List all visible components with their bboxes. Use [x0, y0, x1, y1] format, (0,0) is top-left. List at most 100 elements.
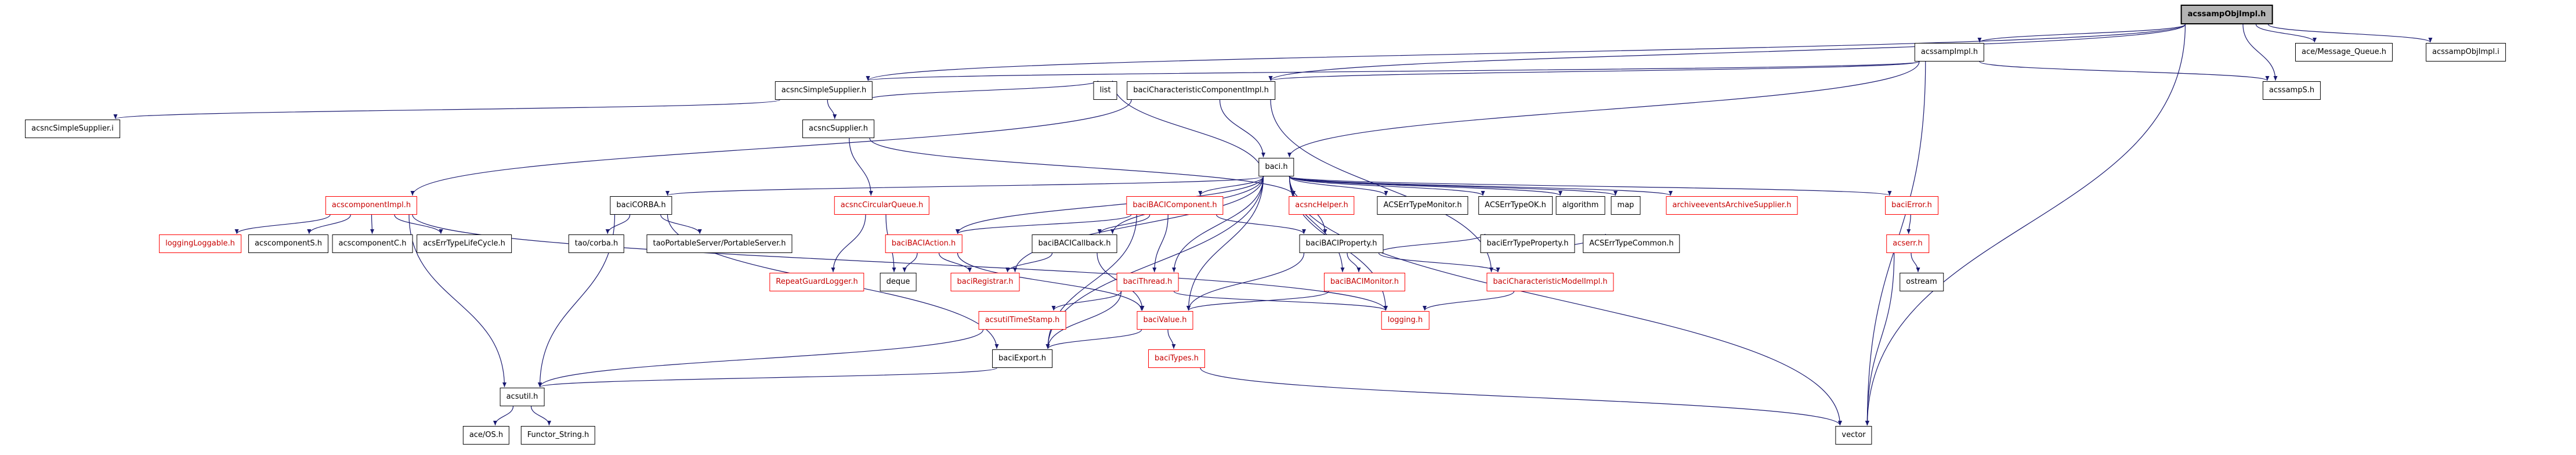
node-baciBACIProperty_h[interactable]: baciBACIProperty.h	[1299, 234, 1384, 253]
node-baciCharacteristicComponentImpl_h[interactable]: baciCharacteristicComponentImpl.h	[1127, 81, 1275, 100]
edge-baciBACIComponent_h-to-baciBACICallback_h	[1097, 214, 1150, 234]
edge-baciValue_h-to-baciTypes_h	[1167, 329, 1176, 349]
node-Functor_String_h[interactable]: Functor_String.h	[520, 426, 596, 445]
node-baciBACIAction_h[interactable]: baciBACIAction.h	[885, 234, 963, 253]
edge-acsutilTimeStamp_h-to-acsutil_h	[538, 329, 984, 388]
node-acserr_h[interactable]: acserr.h	[1886, 234, 1929, 253]
node-acsutil_h[interactable]: acsutil.h	[500, 388, 545, 406]
edge-baciThread_h-to-acsutilTimeStamp_h	[1051, 291, 1122, 311]
edge-acsutil_h-to-Functor_String_h	[530, 406, 551, 426]
node-acscomponentC_h[interactable]: acscomponentC.h	[332, 234, 413, 253]
edge-baciCharacteristicModelImpl_h-to-logging_h	[1423, 291, 1515, 311]
edge-acssampObjImpl_h-to-baciCharacteristicComponentImpl_h	[1268, 24, 2186, 81]
edge-acsncSupplier_h-to-acsncCircularQueue_h	[849, 138, 873, 196]
node-baciValue_h[interactable]: baciValue.h	[1137, 311, 1193, 330]
edge-acserr_h-to-ostream	[1911, 252, 1920, 273]
edge-baciBACIAction_h-to-deque	[902, 252, 918, 273]
edge-acscomponentImpl_h-to-acsutil_h	[408, 214, 506, 388]
node-ace_Message_Queue_h[interactable]: ace/Message_Queue.h	[2295, 43, 2393, 62]
node-baciErrTypeProperty_h[interactable]: baciErrTypeProperty.h	[1480, 234, 1575, 253]
node-baciTypes_h[interactable]: baciTypes.h	[1148, 349, 1205, 368]
node-archiveeventsArchiveSupplier_h[interactable]: archiveeventsArchiveSupplier.h	[1666, 196, 1798, 215]
edge-baci_h-to-baciError_h	[1289, 176, 1891, 196]
edge-baciBACIComponent_h-to-baciThread_h	[1152, 214, 1168, 273]
node-deque[interactable]: deque	[880, 273, 917, 291]
node-tao_corba_h[interactable]: tao/corba.h	[568, 234, 625, 253]
edge-baciCORBA_h-to-taoPortableServer_PortableServer_h	[660, 214, 702, 234]
node-acsncSimpleSupplier_i[interactable]: acsncSimpleSupplier.i	[25, 120, 120, 138]
edge-acscomponentImpl_h-to-loggingLoggable_h	[234, 214, 331, 234]
edge-baciCharacteristicComponentImpl_h-to-acscomponentImpl_h	[410, 99, 1132, 196]
edge-acssampObjImpl_h-to-vector	[1865, 24, 2186, 426]
node-baci_h[interactable]: baci.h	[1258, 158, 1294, 176]
edge-baci_h-to-archiveeventsArchiveSupplier_h	[1289, 176, 1673, 196]
node-baciThread_h[interactable]: baciThread.h	[1116, 273, 1179, 291]
edge-baci_h-to-baciBACIComponent_h	[1198, 176, 1264, 196]
node-acsncHelper_h[interactable]: acsncHelper.h	[1289, 196, 1355, 215]
node-acscomponentS_h[interactable]: acscomponentS.h	[248, 234, 329, 253]
edge-acssampImpl_h-to-baciCharacteristicComponentImpl_h	[1269, 61, 1920, 81]
node-acssampImpl_h[interactable]: acssampImpl.h	[1914, 43, 1985, 62]
node-baciBACIMonitor_h[interactable]: baciBACIMonitor.h	[1323, 273, 1406, 291]
edge-baciBACIAction_h-to-baciRegistrar_h	[938, 252, 972, 273]
edge-baciBACIProperty_h-to-baciValue_h	[1186, 252, 1305, 311]
node-taoPortableServer_PortableServer_h[interactable]: taoPortableServer/PortableServer.h	[646, 234, 793, 253]
edge-acscomponentImpl_h-to-acsErrTypeLifeCycle_h	[394, 214, 443, 234]
node-acsutilTimeStamp_h[interactable]: acsutilTimeStamp.h	[978, 311, 1066, 330]
edge-acssampObjImpl_h-to-acssampImpl_h	[1977, 24, 2186, 43]
node-loggingLoggable_h[interactable]: loggingLoggable.h	[159, 234, 241, 253]
node-map[interactable]: map	[1611, 196, 1641, 215]
node-ACSErrTypeCommon_h[interactable]: ACSErrTypeCommon.h	[1583, 234, 1680, 253]
edge-baci_h-to-baciValue_h	[1186, 176, 1264, 311]
node-ACSErrTypeOK_h[interactable]: ACSErrTypeOK.h	[1478, 196, 1553, 215]
edge-acsncCircularQueue_h-to-RepeatGuardLogger_h	[831, 214, 866, 273]
edge-acsncSimpleSupplier_h-to-list	[867, 80, 1100, 100]
node-baciCharacteristicModelImpl_h[interactable]: baciCharacteristicModelImpl.h	[1486, 273, 1614, 291]
edge-baciBACIMonitor_h-to-baciValue_h	[1186, 291, 1329, 311]
edge-acssampObjImpl_h-to-acssampS_h	[2242, 24, 2278, 81]
node-vector[interactable]: vector	[1835, 426, 1872, 445]
edge-baciBACIComponent_h-to-baciBACIProperty_h	[1216, 214, 1306, 234]
node-RepeatGuardLogger_h[interactable]: RepeatGuardLogger.h	[769, 273, 864, 291]
edge-baciBACICallback_h-to-baciRegistrar_h	[1005, 252, 1053, 273]
edge-acserr_h-to-vector	[1865, 252, 1895, 426]
edge-baciCORBA_h-to-tao_corba_h	[605, 214, 631, 234]
node-acscomponentImpl_h[interactable]: acscomponentImpl.h	[325, 196, 418, 215]
node-ace_OS_h[interactable]: ace/OS.h	[462, 426, 510, 445]
edge-baci_h-to-ACSErrTypeMonitor_h	[1289, 176, 1388, 196]
node-baciBACICallback_h[interactable]: baciBACICallback.h	[1032, 234, 1117, 253]
edge-baci_h-to-baciRegistrar_h	[1013, 176, 1264, 273]
node-baciExport_h[interactable]: baciExport.h	[992, 349, 1052, 368]
edge-baciBACIAction_h-to-baciValue_h	[957, 252, 1144, 311]
edge-baciThread_h-to-baciExport_h	[1045, 291, 1122, 349]
node-acsErrTypeLifeCycle_h[interactable]: acsErrTypeLifeCycle.h	[417, 234, 512, 253]
node-list[interactable]: list	[1093, 81, 1117, 100]
edge-baci_h-to-baciBACIAction_h	[956, 176, 1264, 234]
edge-acscomponentImpl_h-to-acscomponentS_h	[307, 214, 351, 234]
node-ostream[interactable]: ostream	[1900, 273, 1944, 291]
edge-baciValue_h-to-baciExport_h	[1045, 329, 1142, 349]
node-acsncSimpleSupplier_h[interactable]: acsncSimpleSupplier.h	[775, 81, 873, 100]
edge-baciExport_h-to-acsutil_h	[538, 367, 997, 388]
node-acssampObjImpl_h: acssampObjImpl.h	[2180, 5, 2273, 24]
node-baciRegistrar_h[interactable]: baciRegistrar.h	[950, 273, 1020, 291]
node-ACSErrTypeMonitor_h[interactable]: ACSErrTypeMonitor.h	[1377, 196, 1468, 215]
edge-acsncSupplier_h-to-acsncHelper_h	[869, 138, 1296, 196]
edge-acsutil_h-to-ace_OS_h	[493, 406, 514, 426]
edge-baciCharacteristicComponentImpl_h-to-baci_h	[1219, 99, 1265, 158]
edge-baciBACIProperty_h-to-baciBACIMonitor_h	[1347, 252, 1361, 273]
node-algorithm[interactable]: algorithm	[1555, 196, 1605, 215]
node-acsncCircularQueue_h[interactable]: acsncCircularQueue.h	[834, 196, 930, 215]
node-acsncSupplier_h[interactable]: acsncSupplier.h	[802, 120, 875, 138]
edge-acssampImpl_h-to-acsncSimpleSupplier_h	[866, 61, 1920, 81]
node-baciBACIComponent_h[interactable]: baciBACIComponent.h	[1126, 196, 1224, 215]
edge-baci_h-to-baciCORBA_h	[665, 176, 1264, 196]
node-acssampObjImpl_i[interactable]: acssampObjImpl.i	[2426, 43, 2506, 62]
node-baciCORBA_h[interactable]: baciCORBA.h	[610, 196, 672, 215]
edge-acssampObjImpl_h-to-acsncSimpleSupplier_h	[866, 24, 2186, 81]
node-acssampS_h[interactable]: acssampS.h	[2262, 81, 2321, 100]
edge-acscomponentImpl_h-to-logging_h	[412, 214, 1388, 311]
node-baciError_h[interactable]: baciError.h	[1885, 196, 1938, 215]
node-logging_h[interactable]: logging.h	[1381, 311, 1430, 330]
